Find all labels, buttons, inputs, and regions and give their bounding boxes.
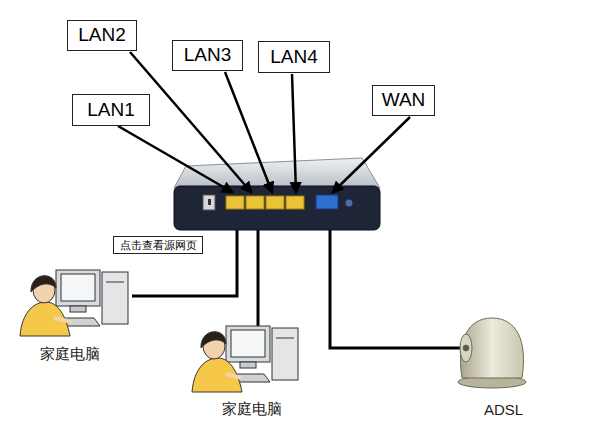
label-text: WAN: [382, 90, 426, 111]
port-label: WAN: [372, 85, 435, 116]
router: [174, 158, 380, 230]
leader-arrow: [118, 52, 410, 192]
label-text: LAN3: [184, 45, 232, 66]
label-text: LAN2: [78, 25, 126, 46]
adsl-modem: [458, 318, 526, 388]
home-computer: [192, 326, 298, 392]
port-label: LAN2: [67, 20, 137, 51]
device-label: ADSL: [484, 401, 523, 419]
port-label: LAN3: [172, 40, 243, 71]
label-text: LAN1: [87, 100, 135, 121]
port-label: LAN1: [72, 94, 150, 126]
port-label: LAN4: [258, 41, 330, 73]
computer-label: 家庭电脑: [222, 400, 282, 418]
label-text: LAN4: [270, 47, 318, 68]
computer-label: 家庭电脑: [40, 345, 100, 363]
home-computer: [20, 270, 128, 336]
source-link-box: 点击查看源网页: [113, 236, 203, 254]
label-text: 点击查看源网页: [120, 239, 197, 251]
